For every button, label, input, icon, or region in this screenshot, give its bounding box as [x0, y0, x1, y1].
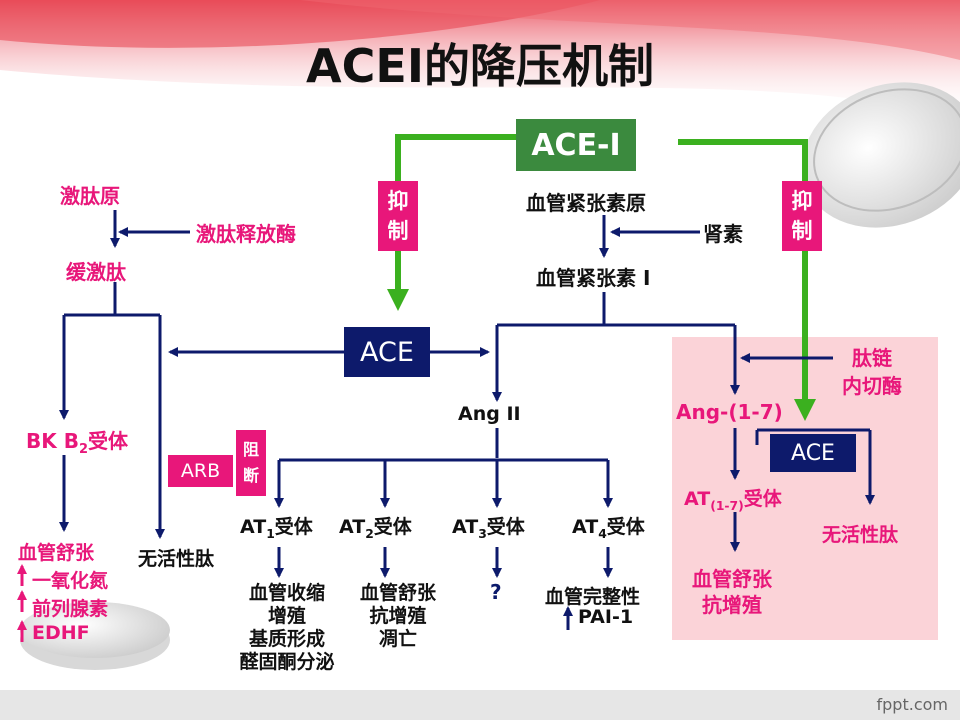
ang-1-7-label: Ang-(1-7) [676, 400, 783, 424]
vasodilation-left-heading: 血管舒张 [18, 542, 95, 564]
renin-label: 肾素 [703, 222, 743, 246]
at3-effects: ? [490, 580, 502, 604]
prostaglandin-label: 前列腺素 [32, 598, 109, 620]
inhibit-label-right: 抑 制 [782, 181, 822, 251]
arb-box: ARB [168, 455, 233, 487]
ace-enzyme-box: ACE [344, 327, 430, 377]
inhibit-label-left: 抑 制 [378, 181, 418, 251]
page-title: ACEI的降压机制 [306, 39, 654, 93]
inhibit-right-char-1: 抑 [791, 189, 813, 213]
at4-receptor-label: AT4受体 [572, 516, 645, 541]
nitric-oxide-label: 一氧化氮 [32, 570, 109, 592]
at2-receptor-label: AT2受体 [339, 516, 412, 541]
ang-ii-label: Ang II [458, 403, 521, 425]
block-label: 阻 断 [236, 430, 266, 496]
at1-receptor-label: AT1受体 [240, 516, 313, 541]
kallikrein-label: 激肽释放酶 [196, 222, 296, 246]
at1-effects: 血管收缩增殖基质形成醛固酮分泌 [239, 582, 335, 673]
at2-effects: 血管舒张抗增殖凋亡 [359, 582, 436, 650]
pill-top-right [802, 82, 960, 228]
edhf-label: EDHF [32, 622, 90, 644]
angiotensin-i-label: 血管紧张素 I [536, 266, 651, 290]
inactive-peptide-left-label: 无活性肽 [138, 548, 215, 570]
at4-effects-line2: PAI-1 [578, 606, 634, 628]
inactive-peptide-right-label: 无活性肽 [822, 524, 899, 546]
inhibit-right-char-2: 制 [791, 219, 813, 243]
bradykinin-label: 缓激肽 [66, 260, 126, 284]
inhibit-left-char-2: 制 [387, 219, 409, 243]
bk-b2-receptor-label: BK B2受体 [26, 429, 128, 457]
at3-receptor-label: AT3受体 [452, 516, 525, 541]
footer-brand: fppt.com [876, 695, 948, 714]
at4-effects-line1: 血管完整性 [545, 586, 641, 608]
inhibit-left-char-1: 抑 [387, 189, 409, 213]
ace-enzyme-small-box: ACE [770, 434, 856, 472]
at-1-7-receptor-label: AT(1-7)受体 [684, 488, 782, 513]
angiotensinogen-label: 血管紧张素原 [526, 191, 646, 215]
ace-inhibitor-box: ACE-I [516, 119, 636, 171]
kininogen-label: 激肽原 [60, 184, 120, 208]
pill-bottom-left [20, 602, 170, 670]
ang-1-7-effects: 血管舒张抗增殖 [692, 567, 772, 617]
endopeptidase-label: 肽链内切酶 [842, 346, 902, 398]
block-char-1: 阻 [242, 440, 259, 459]
block-char-2: 断 [242, 466, 259, 485]
